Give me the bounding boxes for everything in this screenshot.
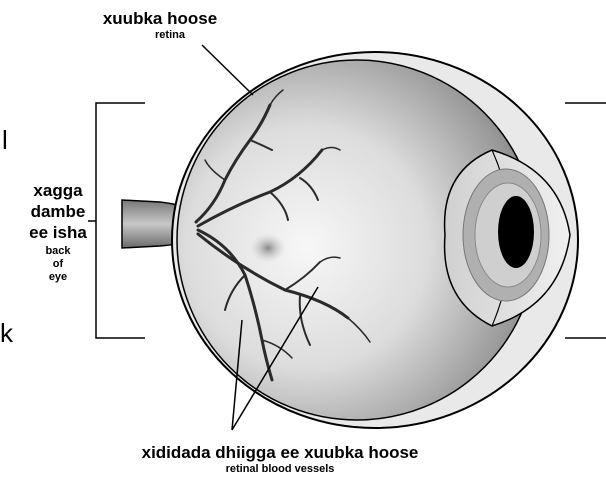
- back-label-line1: xagga: [20, 182, 96, 200]
- back-sublabel-line1: back: [20, 245, 96, 258]
- back-sublabel-line3: eye: [20, 271, 96, 284]
- retina-pointer: [202, 45, 253, 95]
- back-of-eye-label: xagga dambe ee isha back of eye: [20, 182, 96, 284]
- retina-label: xuubka hoose: [60, 10, 260, 28]
- back-label-line3: ee isha: [20, 224, 96, 242]
- vessels-sublabel: retinal blood vessels: [160, 464, 400, 476]
- retina-sublabel: retina: [120, 30, 220, 42]
- vessels-label: xididada dhiigga ee xuubka hoose: [60, 444, 500, 462]
- macula-spot: [250, 233, 286, 263]
- back-sublabel-line2: of: [20, 258, 96, 271]
- pupil: [498, 196, 534, 268]
- back-label-line2: dambe: [20, 203, 96, 221]
- edge-fragment-top: l: [2, 125, 8, 156]
- edge-fragment-bottom: k: [0, 318, 13, 349]
